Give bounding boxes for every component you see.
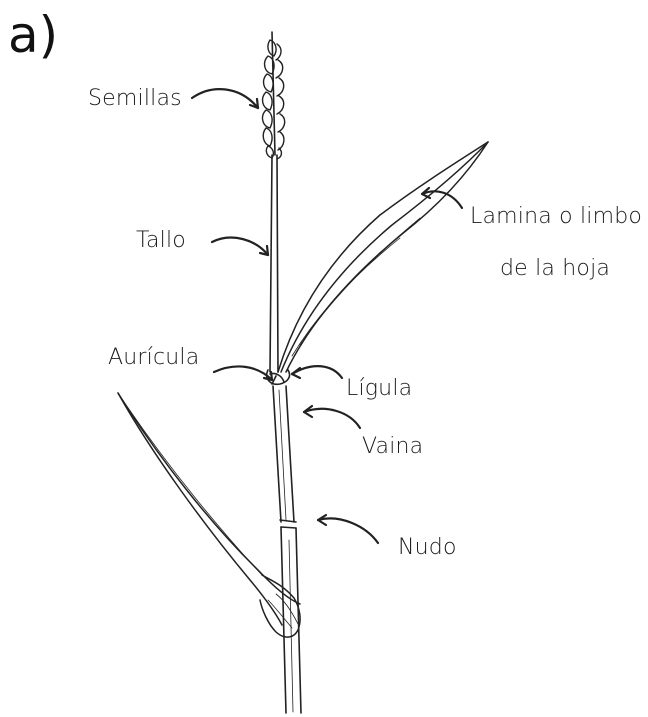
label-nudo: Nudo <box>398 535 457 560</box>
label-ligula: Lígula <box>346 376 412 401</box>
node <box>280 520 296 528</box>
label-vaina: Vaina <box>362 434 423 459</box>
lower-leaf-blade <box>118 393 300 637</box>
upper-stem <box>270 155 278 372</box>
arrow-semillas <box>192 89 258 108</box>
label-tallo: Tallo <box>136 228 186 253</box>
label-semillas: Semillas <box>88 86 182 111</box>
lower-stem <box>281 527 301 713</box>
arrows <box>192 89 462 543</box>
upper-leaf-blade <box>278 142 488 372</box>
seed-head <box>263 32 285 159</box>
arrow-vaina <box>304 409 360 428</box>
arrow-nudo <box>318 518 378 543</box>
label-lamina-line1: Lamina o limbo <box>470 204 642 229</box>
label-auricula: Aurícula <box>108 345 199 370</box>
leaf-sheath <box>273 386 294 522</box>
label-lamina-line2: de la hoja <box>500 256 610 281</box>
